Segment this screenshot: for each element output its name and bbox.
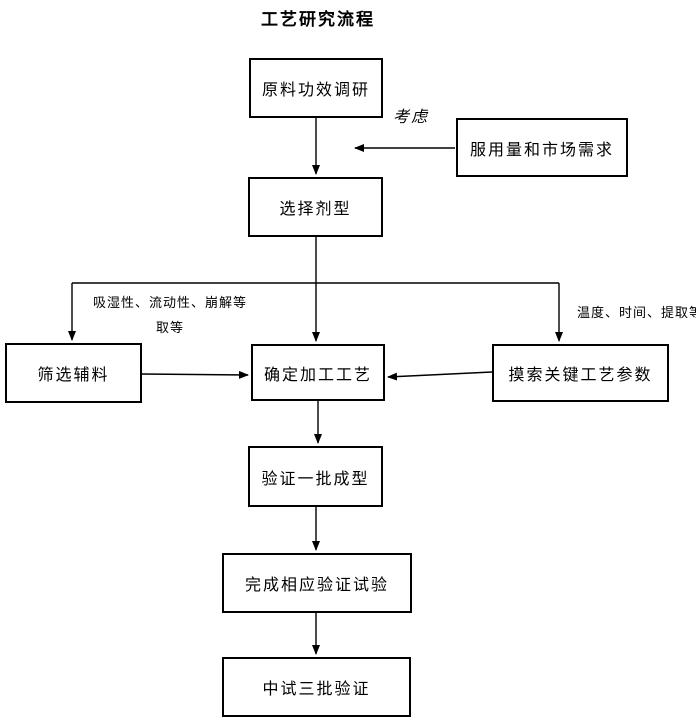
page-title: 工艺研究流程 bbox=[261, 10, 375, 29]
annotation-consider: 考虑 bbox=[393, 109, 430, 126]
node-label: 中试三批验证 bbox=[262, 681, 371, 698]
node-select-dosage-form: 选择剂型 bbox=[248, 177, 383, 237]
node-label: 筛选辅料 bbox=[37, 367, 110, 384]
node-raw-material-research: 原料功效调研 bbox=[249, 58, 383, 118]
annotation-left-factors: 吸湿性、流动性、崩解等 取等 bbox=[93, 292, 247, 336]
edge-excipients-to-process bbox=[141, 370, 249, 379]
node-label: 服用量和市场需求 bbox=[469, 141, 614, 159]
annotation-left-factors-line2: 取等 bbox=[156, 320, 185, 335]
edge-params-to-process bbox=[387, 371, 493, 381]
node-label: 原料功效调研 bbox=[261, 82, 370, 99]
node-pilot-three-batches: 中试三批验证 bbox=[222, 657, 411, 717]
node-label: 选择剂型 bbox=[279, 201, 352, 218]
node-label: 摸索关键工艺参数 bbox=[508, 367, 653, 384]
node-screen-excipients: 筛选辅料 bbox=[5, 343, 142, 403]
node-explore-key-parameters: 摸索关键工艺参数 bbox=[492, 344, 669, 402]
annotation-left-factors-line1: 吸湿性、流动性、崩解等 bbox=[93, 295, 248, 310]
node-label: 验证一批成型 bbox=[261, 470, 370, 488]
annotation-right-factors: 温度、时间、提取等 bbox=[577, 305, 696, 320]
node-verify-one-batch: 验证一批成型 bbox=[248, 446, 383, 507]
node-complete-verification-tests: 完成相应验证试验 bbox=[222, 553, 412, 613]
node-label: 完成相应验证试验 bbox=[244, 577, 389, 594]
node-determine-processing: 确定加工工艺 bbox=[251, 344, 385, 401]
node-dosage-and-market-demand: 服用量和市场需求 bbox=[456, 118, 628, 177]
node-label: 确定加工工艺 bbox=[263, 366, 372, 384]
